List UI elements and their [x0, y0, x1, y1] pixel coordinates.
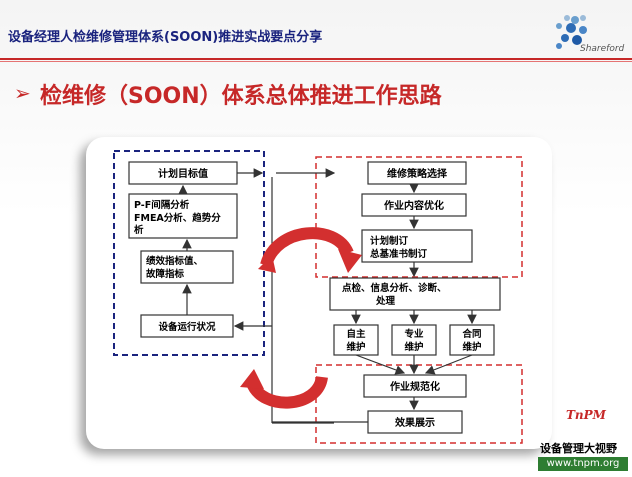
- box-equipment-status-text: 设备运行状况: [158, 321, 216, 333]
- diagram-frame: 计划目标值 P-F间隔分析 FMEA分析、趋势分 析 绩效指标值、 故障指标 设…: [86, 137, 552, 449]
- box-content-text: 作业内容优化: [384, 199, 444, 212]
- red-arrow-top-tail: [258, 255, 276, 273]
- box-pf-line1: P-F间隔分析: [134, 199, 190, 211]
- left-group-outline: [113, 150, 265, 356]
- box-perf-line2: 故障指标: [146, 268, 185, 280]
- red-arrow-top-head: [338, 249, 362, 273]
- box-check: [329, 277, 501, 311]
- red-arrow-bottom-head: [240, 369, 264, 389]
- red-arrow-top: [260, 227, 354, 268]
- bottom-right-group-outline: [315, 364, 523, 444]
- box-contract-line1: 合同: [462, 328, 481, 340]
- arrow-contract-to-standard: [424, 354, 473, 375]
- logo-text: Shareford: [580, 44, 625, 54]
- header-title: 设备经理人检维修管理体系(SOON)推进实战要点分享: [8, 30, 323, 45]
- tnpm-logo: TnPM: [566, 408, 606, 422]
- slide-title: 检维修（SOON）体系总体推进工作思路: [40, 84, 442, 109]
- box-check-line2: 处理: [375, 295, 396, 307]
- box-perf-line1: 绩效指标值、: [146, 255, 203, 267]
- box-plan: [361, 229, 473, 263]
- footer-tagline: 设备管理大视野: [540, 442, 617, 455]
- box-strategy-text: 维修策略选择: [387, 167, 448, 180]
- box-self-maintenance: [333, 324, 379, 356]
- box-plan-target-text: 计划目标值: [158, 167, 208, 180]
- box-self-line2: 维护: [346, 341, 365, 353]
- header-divider-thin: [0, 61, 632, 62]
- arrow-self-to-standard: [355, 354, 406, 375]
- red-arrow-bottom: [246, 375, 328, 409]
- box-pro-line1: 专业: [404, 328, 424, 340]
- header-divider: [0, 58, 632, 60]
- flow-diagram: 计划目标值 P-F间隔分析 FMEA分析、趋势分 析 绩效指标值、 故障指标 设…: [113, 150, 523, 444]
- box-pf-line3: 析: [134, 224, 144, 236]
- box-self-line1: 自主: [346, 328, 366, 340]
- box-pf-line2: FMEA分析、趋势分: [134, 212, 221, 224]
- box-standardize-text: 作业规范化: [390, 380, 440, 393]
- shareford-logo: [545, 8, 627, 58]
- top-right-group-outline: [315, 156, 523, 278]
- footer-url[interactable]: www.tnpm.org: [538, 457, 628, 471]
- box-plan-line1: 计划制订: [370, 235, 409, 247]
- box-plan-line2: 总基准书制订: [370, 248, 428, 260]
- box-check-line1: 点检、信息分析、诊断、: [342, 282, 447, 294]
- box-standardize: [363, 374, 467, 398]
- box-contract-line2: 维护: [462, 341, 481, 353]
- box-result-text: 效果展示: [395, 416, 435, 429]
- box-pro-line2: 维护: [404, 341, 423, 353]
- bullet-arrow-icon: ➢: [14, 81, 31, 105]
- box-pro-maintenance: [391, 324, 437, 356]
- box-contract-maintenance: [449, 324, 495, 356]
